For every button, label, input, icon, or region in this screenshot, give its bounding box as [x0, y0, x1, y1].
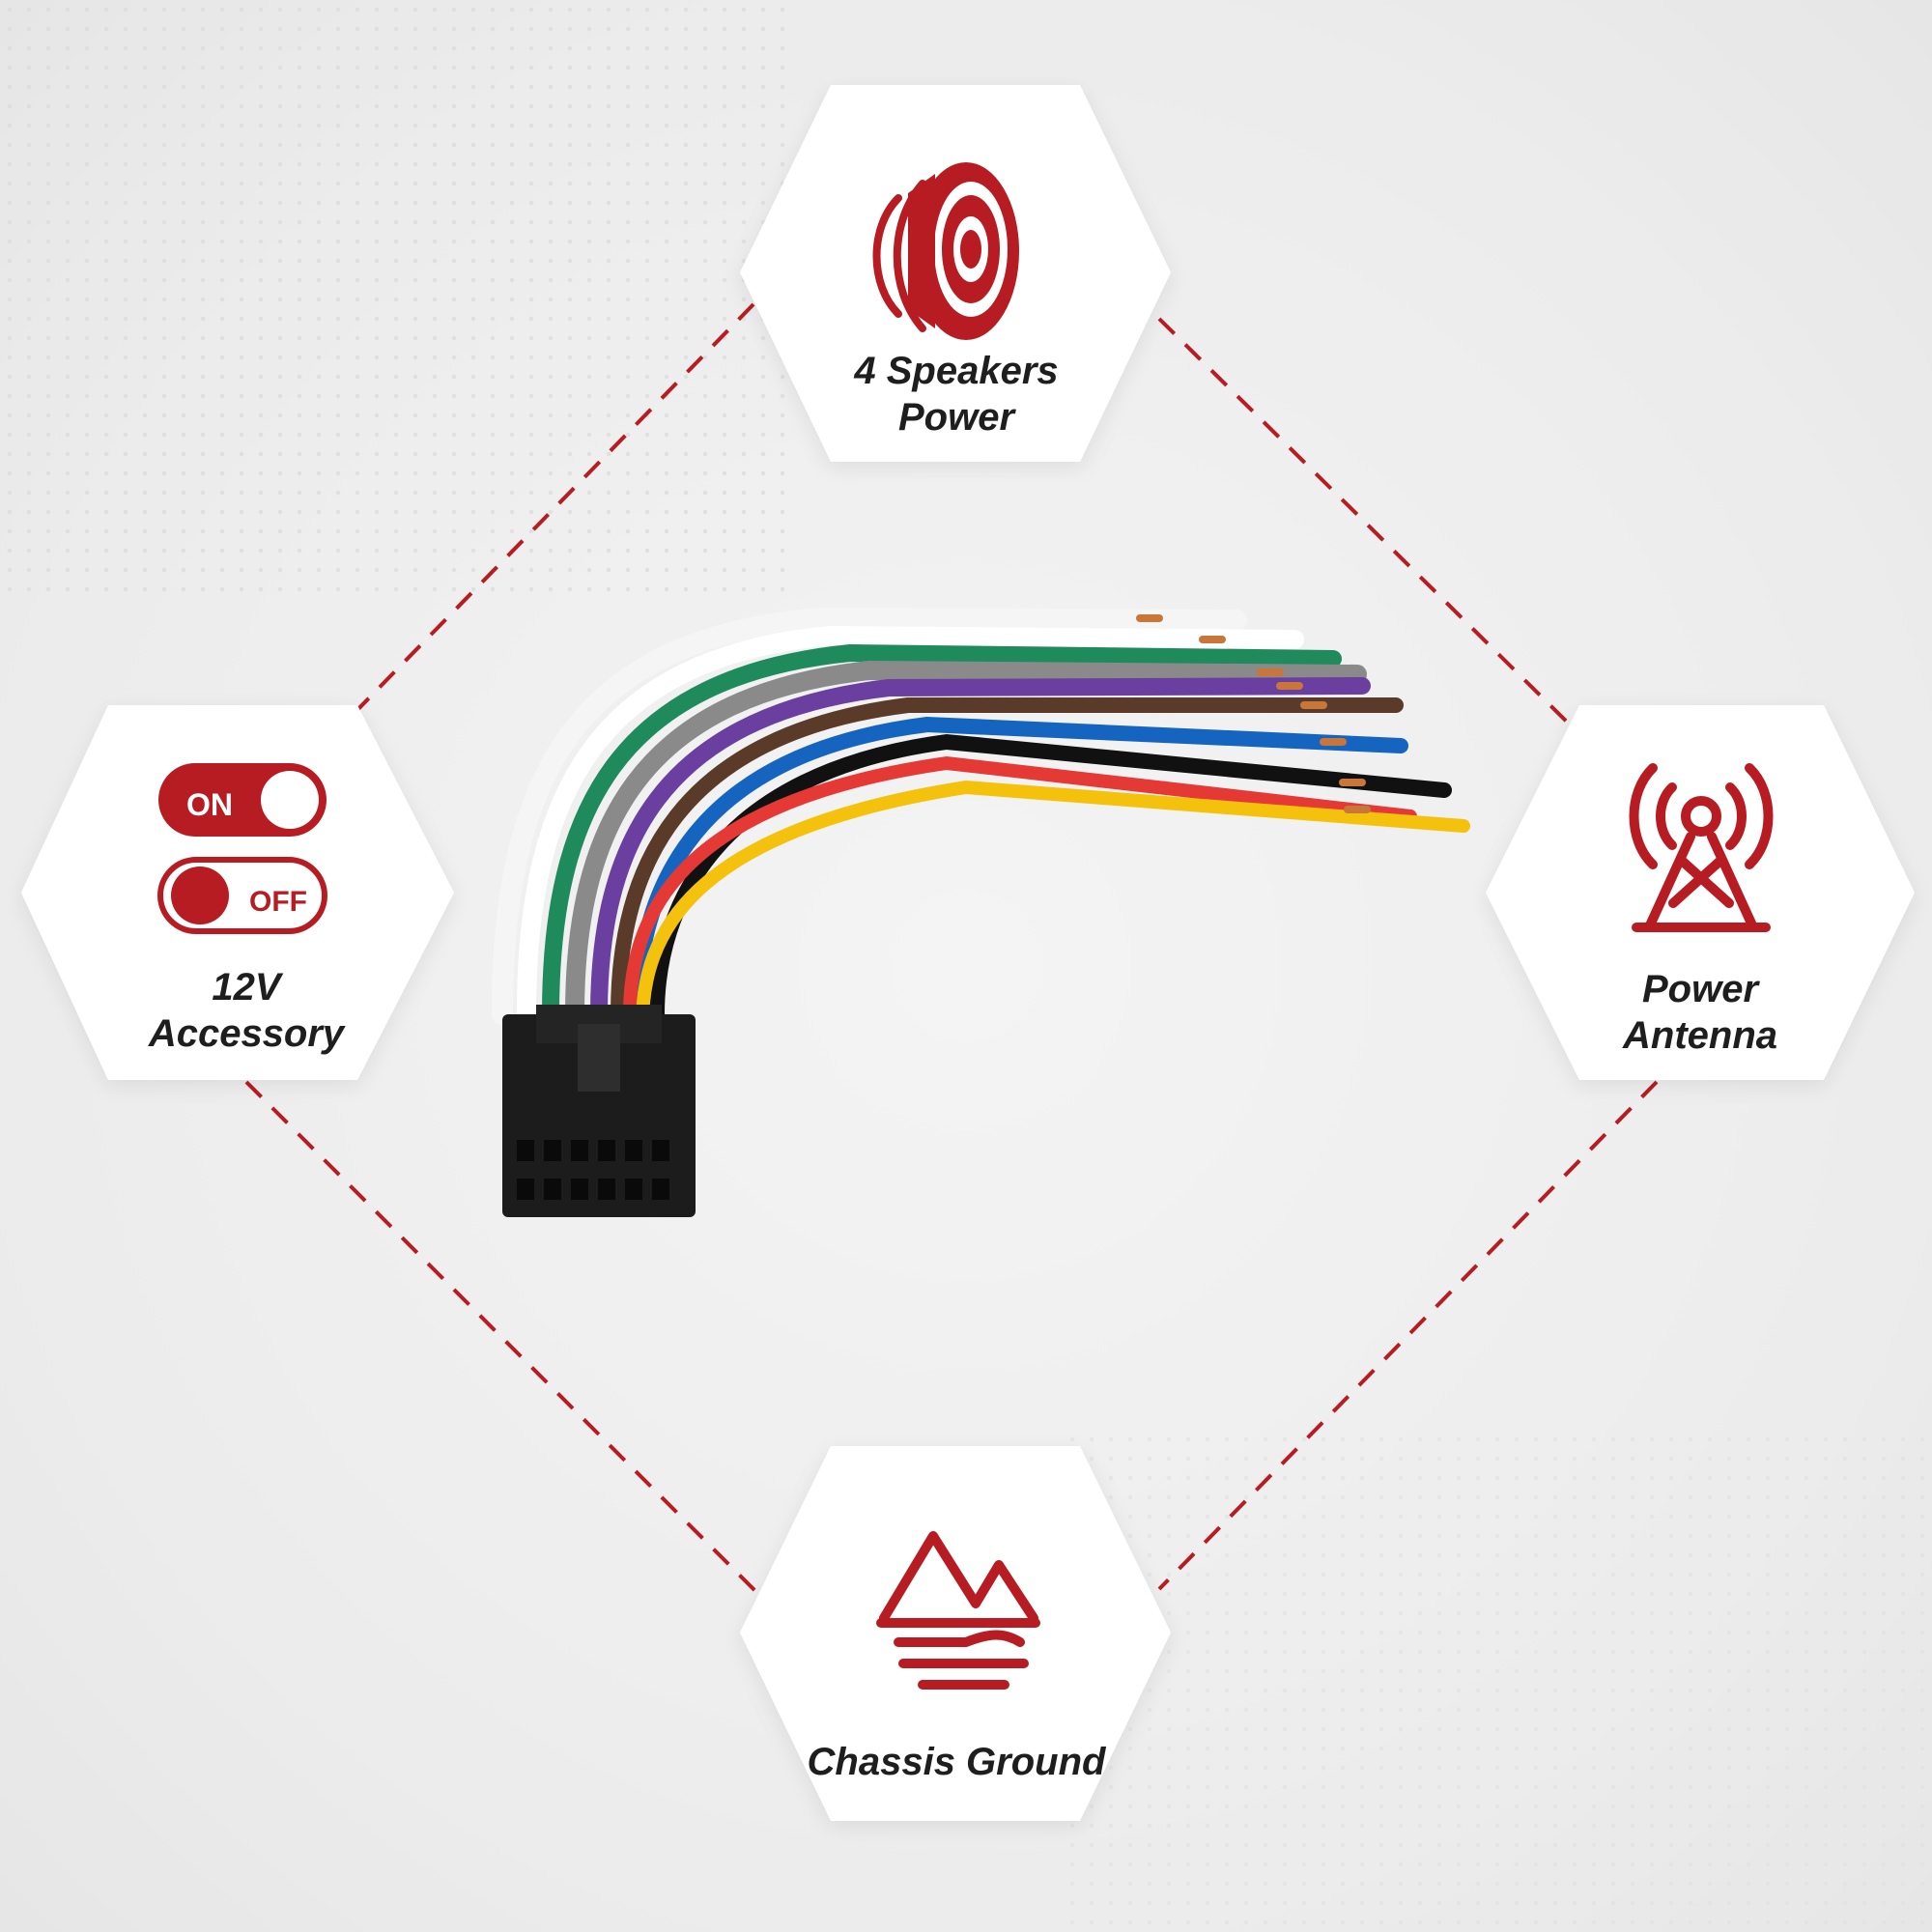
dash-line-bottom-right [1157, 1080, 1659, 1591]
dash-line-top-right [1157, 317, 1581, 736]
dot-pattern-bottom-right [1063, 1430, 1932, 1932]
feature-label-speakers: 4 Speakers Power [773, 348, 1140, 440]
on-off-toggle-icon: ON OFF [157, 763, 327, 934]
copper-wire-tips [1136, 614, 1371, 813]
mountain-ground-icon [876, 1531, 1040, 1690]
feature-label-accessory: 12V Accessory [58, 964, 435, 1057]
ground-label-line1: Chassis Ground [807, 1741, 1106, 1783]
speakers-label-line1: 4 Speakers [854, 350, 1059, 392]
connector-block [502, 1005, 696, 1217]
speaker-icon [872, 162, 1019, 340]
toggle-off-label: OFF [249, 886, 307, 918]
accessory-label-line2: Accessory [148, 1012, 345, 1055]
feature-label-antenna: Power Antenna [1507, 966, 1893, 1059]
antenna-label-line1: Power [1641, 968, 1759, 1010]
toggle-off: OFF [157, 857, 327, 934]
dot-pattern-top-left [0, 0, 792, 599]
accessory-label-line1: 12V [212, 966, 281, 1009]
speakers-label-line2: Power [897, 396, 1015, 439]
dash-line-bottom-left [244, 1080, 760, 1596]
dash-line-top-left [351, 302, 755, 717]
hexagon-group [21, 85, 1915, 1821]
toggle-on: ON [158, 763, 327, 837]
feature-label-ground: Chassis Ground [753, 1739, 1159, 1785]
wire-harness-connector [492, 607, 1470, 1217]
antenna-label-line2: Antenna [1623, 1014, 1777, 1057]
hexagon-ground [740, 1446, 1171, 1821]
hexagon-antenna [1486, 705, 1915, 1080]
antenna-tower-icon [1629, 763, 1774, 932]
toggle-on-label: ON [186, 787, 233, 822]
dashed-connector-lines [244, 302, 1659, 1596]
